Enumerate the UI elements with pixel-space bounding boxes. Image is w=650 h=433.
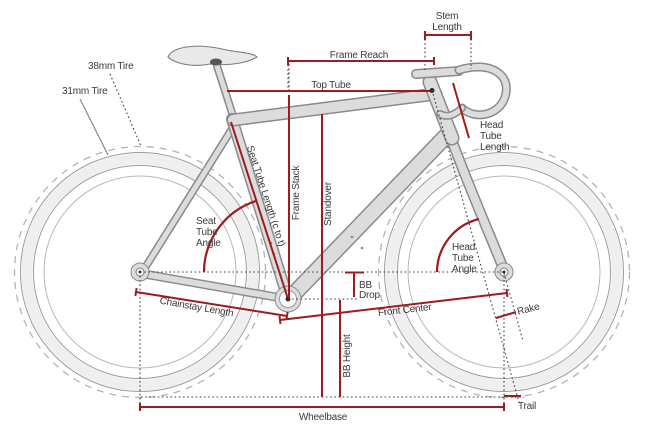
rake-parallel-guide — [503, 272, 524, 342]
label-seat-tube-angle-1: Seat — [196, 216, 216, 227]
seat-tube-length-line — [230, 121, 289, 300]
tire-callouts: 38mm Tire 31mm Tire — [62, 61, 142, 156]
measure-bb-drop: BB Drop — [345, 271, 381, 301]
fork-blade-fill — [447, 134, 508, 274]
label-head-tube-angle-2: Tube — [452, 253, 474, 264]
stem-length-line — [424, 31, 472, 40]
chainstay-length-line — [135, 291, 288, 317]
label-bb-drop-2: Drop — [359, 290, 381, 301]
chainstay-tube-fill — [141, 271, 290, 302]
label-38mm-tire: 38mm Tire — [88, 61, 134, 72]
label-standover: Standover — [323, 181, 334, 226]
measure-standover: Standover — [321, 114, 334, 397]
rake-line — [495, 311, 517, 319]
front-center-line — [279, 292, 508, 321]
measure-head-tube-length: Head Tube Length — [452, 82, 510, 153]
label-head-tube-length-2: Tube — [480, 131, 502, 142]
measure-head-tube-angle: Head Tube Angle — [435, 217, 480, 275]
down-tube-fill — [283, 127, 455, 305]
label-head-tube-length-3: Length — [480, 142, 509, 153]
measure-frame-stack: Frame Stack — [288, 95, 302, 299]
front-center-tick-right — [505, 288, 509, 298]
head-tube-angle-arc — [435, 217, 480, 273]
top-tube-end-dot — [429, 88, 435, 93]
saddle-clamp — [210, 58, 222, 66]
bike-frame — [130, 45, 514, 313]
label-head-tube-length-1: Head — [480, 120, 503, 131]
seat-tube-angle-arc — [202, 199, 257, 273]
tire31-leader-line — [79, 98, 109, 156]
measure-seat-tube-angle: Seat Tube Angle — [196, 199, 257, 273]
handlebar-hook-fill — [456, 63, 510, 118]
label-stem-length-1: Stem — [436, 11, 459, 22]
top-tube-fill — [228, 89, 441, 125]
downtube-bolt — [360, 246, 364, 250]
front-center-tick-left — [278, 315, 282, 325]
label-trail: Trail — [518, 401, 536, 412]
label-frame-reach: Frame Reach — [330, 50, 388, 61]
downtube-bolt — [350, 235, 354, 239]
tire38-leader-line — [109, 73, 142, 147]
measure-frame-reach: Frame Reach — [287, 50, 435, 65]
label-head-tube-angle-1: Head — [452, 242, 475, 253]
label-chainstay-length: Chainstay Length — [159, 296, 234, 320]
label-bb-drop-1: BB — [359, 280, 372, 291]
measure-stem-length: Stem Length — [424, 11, 472, 40]
saddle — [167, 45, 258, 66]
wheelbase-line — [139, 403, 505, 411]
label-bb-height: BB Height — [342, 334, 353, 378]
label-seat-tube-angle-3: Angle — [196, 238, 221, 249]
chainstay-tick-left — [134, 287, 138, 297]
measure-trail: Trail — [504, 395, 536, 412]
label-top-tube: Top Tube — [311, 80, 351, 91]
label-rake: Rake — [516, 301, 541, 318]
measure-rake: Rake — [495, 301, 541, 319]
bb-drop-line — [345, 271, 364, 297]
head-tube-length-line — [452, 82, 470, 139]
seatpost-fill — [214, 63, 238, 125]
steering-axis-guide — [431, 89, 521, 407]
front-hub-dot — [502, 270, 506, 274]
measure-top-tube: Top Tube — [227, 80, 435, 93]
stem-body-fill — [412, 67, 463, 78]
measure-bb-height: BB Height — [339, 300, 353, 397]
label-31mm-tire: 31mm Tire — [62, 86, 108, 97]
label-frame-stack: Frame Stack — [291, 165, 302, 221]
measure-wheelbase: Wheelbase — [139, 403, 505, 423]
seatstay-tube-fill — [140, 121, 238, 274]
frame-reach-line — [287, 57, 435, 65]
label-wheelbase: Wheelbase — [299, 412, 348, 423]
label-seat-tube-angle-2: Tube — [196, 227, 218, 238]
label-stem-length-2: Length — [432, 22, 461, 33]
label-head-tube-angle-3: Angle — [452, 264, 477, 275]
